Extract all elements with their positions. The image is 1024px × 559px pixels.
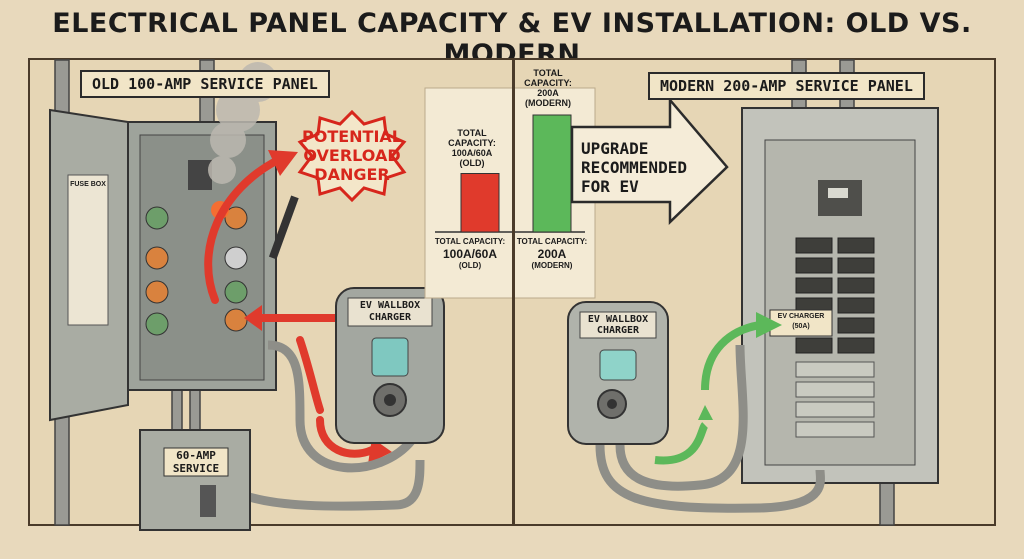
- circuit-breaker: [837, 317, 875, 334]
- bar-old-capacity: [460, 173, 500, 233]
- x-tick-label-old: TOTAL CAPACITY: 100A/60A (OLD): [434, 237, 506, 270]
- danger-starburst: [297, 109, 407, 203]
- overload-arrows: [204, 156, 376, 458]
- ev-charger-old: [335, 287, 445, 444]
- circuit-breaker: [837, 277, 875, 294]
- section-divider: [512, 58, 515, 526]
- fuse-box-door-label: FUSE BOX: [70, 181, 106, 188]
- bar-label-old: TOTAL CAPACITY: 100A/60A (OLD): [448, 128, 496, 168]
- breaker-blank: [795, 401, 875, 418]
- circuit-breaker: [795, 337, 833, 354]
- circuit-breaker: [837, 337, 875, 354]
- cables-right: [595, 344, 825, 513]
- circuit-breaker: [795, 277, 833, 294]
- ev-breaker-label: EV CHARGER (50A): [777, 313, 825, 330]
- bar-label-modern: TOTAL CAPACITY: 200A (MODERN): [524, 68, 572, 108]
- upgrade-arrow: [570, 96, 729, 225]
- page-title: ELECTRICAL PANEL CAPACITY & EV INSTALLAT…: [52, 8, 972, 70]
- old-panel-label: OLD 100-AMP SERVICE PANEL: [80, 70, 330, 98]
- circuit-breaker: [795, 237, 833, 254]
- modern-panel-label: MODERN 200-AMP SERVICE PANEL: [648, 72, 925, 100]
- breaker-blank: [795, 381, 875, 398]
- circuit-breaker: [837, 237, 875, 254]
- capacity-chart-panel: [424, 87, 596, 299]
- circuit-breaker: [837, 257, 875, 274]
- sub-panel-60a: [139, 429, 251, 531]
- sub-panel-label: 60-AMP SERVICE: [172, 449, 220, 475]
- modern-service-panel: [741, 107, 939, 484]
- breaker-blank: [795, 361, 875, 378]
- circuit-breaker: [837, 297, 875, 314]
- overload-warning: POTENTIAL OVERLOAD DANGER: [301, 127, 402, 184]
- ev-charger-modern-label: EV WALLBOX CHARGER: [587, 314, 649, 336]
- ev-charger-modern: [567, 301, 669, 445]
- x-tick-label-modern: TOTAL CAPACITY: 200A (MODERN): [516, 237, 588, 270]
- fuse-box-door: [49, 108, 129, 422]
- bar-modern-capacity: [532, 114, 572, 233]
- ev-charger-old-label: EV WALLBOX CHARGER: [359, 300, 421, 323]
- arrow-heads: [244, 150, 392, 464]
- breaker-blank: [795, 421, 875, 438]
- old-service-panel: [127, 121, 299, 391]
- circuit-breaker: [795, 257, 833, 274]
- safe-connection-arrow: [654, 312, 782, 465]
- upgrade-recommendation: UPGRADE RECOMMENDED FOR EV: [581, 139, 687, 196]
